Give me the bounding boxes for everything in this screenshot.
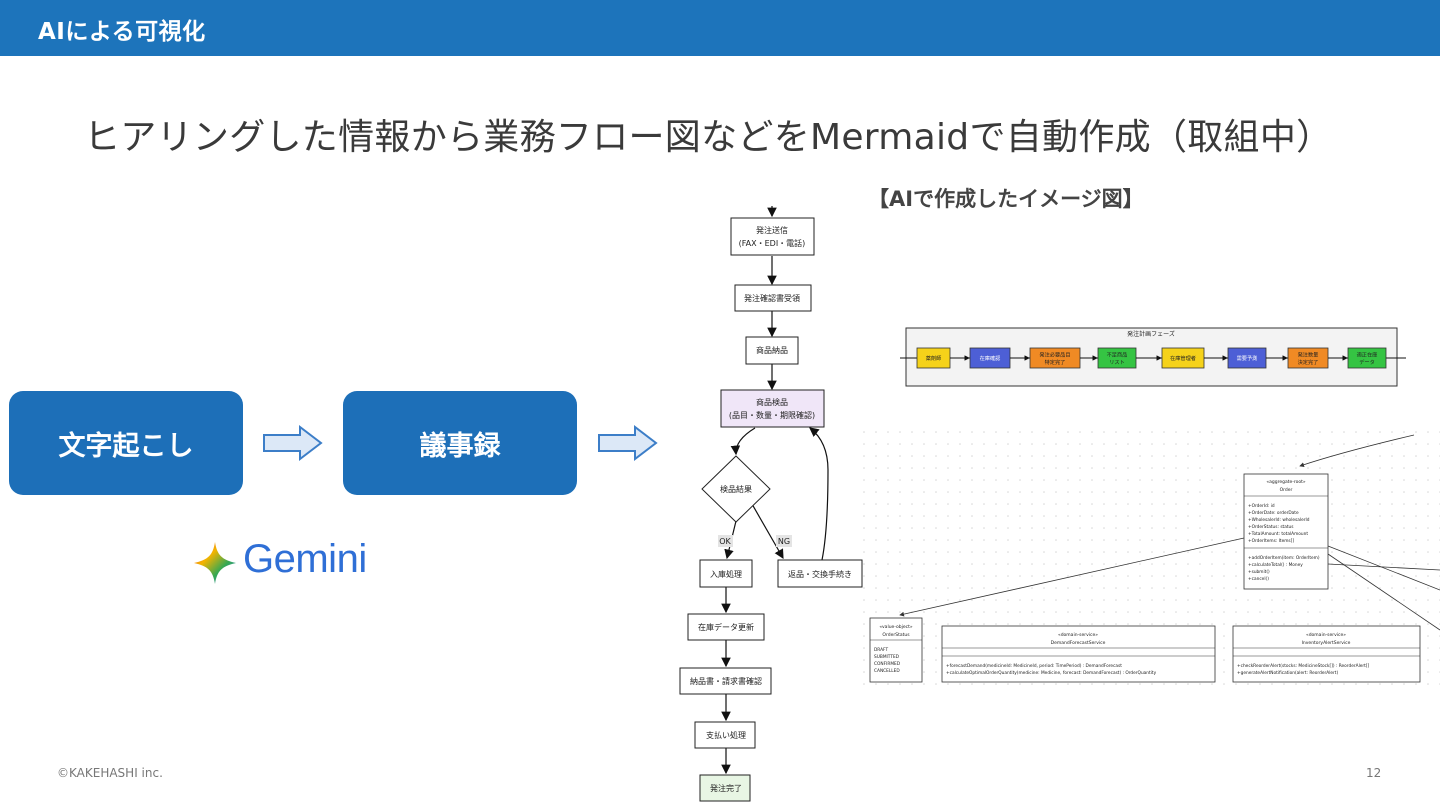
business-flowchart: 発注送信 (FAX・EDI・電話) 発注確認書受領 商品納品 商品検品 (品目・… — [679, 206, 863, 802]
phase-step-label: 在庫確認 — [980, 354, 1002, 362]
phase-step-label: リスト — [1109, 359, 1125, 366]
flow-node-payment-label: 支払い処理 — [706, 730, 746, 740]
class-method: +calculateOptimalOrderQuantity(medicine:… — [946, 670, 1157, 676]
step-minutes: 議事録 — [343, 391, 577, 495]
class-attr: +OrderItems: Items[] — [1248, 538, 1294, 544]
class-method: +cancel() — [1248, 576, 1269, 582]
class-diagram: «aggregate-root» Order +OrderId: id +Ord… — [862, 430, 1440, 695]
class-enum-value: DRAFT — [874, 647, 888, 653]
page-number: 12 — [1366, 766, 1382, 780]
phase-step-label: 需要予測 — [1237, 354, 1258, 362]
edge-label-bg — [776, 535, 792, 547]
class-method: +submit() — [1248, 569, 1270, 575]
class-order-status-name: OrderStatus — [882, 632, 910, 638]
flow-node-invoice-check-label: 納品書・請求書確認 — [690, 676, 762, 686]
flow-node-confirmation — [734, 284, 812, 312]
flow-node-delivery-label: 商品納品 — [756, 345, 788, 355]
right-arrow-icon — [598, 424, 658, 462]
edge-label-bg — [718, 535, 733, 547]
class-demand-service-name: DemandForecastService — [1051, 640, 1106, 646]
image-caption: 【AIで作成したイメージ図】 — [868, 187, 1144, 211]
phase-step-label: 発注数量 — [1298, 351, 1319, 359]
class-enum-value: SUBMITTED — [874, 654, 900, 660]
phase-step-label: 決定完了 — [1298, 358, 1319, 366]
class-enum-value: CANCELLED — [874, 668, 900, 674]
class-method: +addOrderItem(item: OrderItem) — [1248, 555, 1320, 561]
class-enum-value: CONFIRMED — [874, 661, 901, 667]
flow-node-order-send-line1: 発注送信 — [756, 225, 788, 235]
class-attr: +OrderId: id — [1248, 503, 1275, 509]
class-method: +forecastDemand(medicineId: MedicineId, … — [946, 663, 1122, 669]
header-title: AIによる可視化 — [38, 19, 206, 45]
phase-step-label: 在庫管理者 — [1170, 354, 1196, 362]
flow-node-receiving — [699, 559, 753, 588]
class-method: +calculateTotal() : Money — [1248, 562, 1303, 568]
class-inventory-service-stereotype: «domain-service» — [1306, 632, 1346, 638]
flow-node-return-label: 返品・交換手続き — [788, 569, 852, 579]
edge-label-ok: OK — [719, 537, 731, 546]
phase-step-label: データ — [1359, 358, 1375, 366]
phase-step-label: 薬剤師 — [926, 354, 942, 362]
class-inventory-service — [1232, 625, 1421, 683]
phase-step-label: 不足商品 — [1107, 351, 1128, 359]
phase-step — [1347, 347, 1387, 369]
flow-node-inspection-line1: 商品検品 — [756, 397, 788, 407]
gemini-logo-text: Gemini — [243, 537, 367, 581]
phase-title: 発注計画フェーズ — [1127, 330, 1175, 338]
gemini-sparkle-icon — [194, 542, 236, 584]
header-bar: AIによる可視化 — [0, 0, 1440, 56]
class-attr: +OrderDate: orderDate — [1248, 510, 1299, 516]
class-method: +checkReorderAlert(stocks: MedicineStock… — [1237, 663, 1370, 669]
class-inventory-service-name: InventoryAlertService — [1302, 640, 1351, 646]
flow-decision-label: 検品結果 — [720, 484, 752, 494]
flow-node-receiving-label: 入庫処理 — [710, 569, 742, 579]
flow-node-inspection — [720, 389, 825, 428]
phase-step-label: 特定完了 — [1045, 358, 1066, 366]
edge-label-ng: NG — [778, 537, 790, 546]
flow-node-complete — [699, 774, 751, 802]
phase-step-label: 適正在庫 — [1357, 351, 1378, 359]
class-order-name: Order — [1280, 487, 1293, 493]
class-order-status — [869, 617, 923, 683]
flow-node-order-send-line2: (FAX・EDI・電話) — [739, 238, 806, 248]
footer-copyright: ©KAKEHASHI inc. — [57, 766, 163, 780]
class-order-stereotype: «aggregate-root» — [1266, 479, 1306, 485]
step-transcription: 文字起こし — [9, 391, 243, 495]
flow-node-inventory-update-label: 在庫データ更新 — [698, 622, 754, 632]
class-demand-service-stereotype: «domain-service» — [1058, 632, 1098, 638]
class-attr: +TotalAmount: totalAmount — [1248, 531, 1308, 537]
flow-node-order-send — [730, 217, 815, 256]
flow-node-return — [777, 559, 863, 588]
flow-node-delivery — [745, 336, 799, 365]
phase-step-label: 発注必要品目 — [1039, 351, 1070, 359]
right-arrow-icon — [263, 424, 323, 462]
flow-node-confirmation-label: 発注確認書受領 — [744, 293, 800, 303]
class-order — [1243, 473, 1329, 590]
class-method: +generateAlertNotification(alert: Reorde… — [1237, 670, 1338, 676]
class-order-status-stereotype: «value-object» — [879, 624, 913, 630]
class-attr: +WholesalerId: wholesalerId — [1248, 517, 1310, 523]
class-attr: +OrderStatus: status — [1248, 524, 1294, 530]
flow-node-invoice-check — [679, 667, 772, 695]
class-demand-service — [941, 625, 1216, 683]
flow-node-complete-label: 発注完了 — [710, 783, 742, 793]
flow-node-inspection-line2: (品目・数量・期限確認) — [729, 410, 815, 420]
flow-node-payment — [694, 721, 756, 749]
flow-decision — [701, 455, 771, 523]
slide-heading: ヒアリングした情報から業務フロー図などをMermaidで自動作成（取組中） — [84, 117, 1333, 158]
flow-node-inventory-update — [687, 613, 765, 641]
